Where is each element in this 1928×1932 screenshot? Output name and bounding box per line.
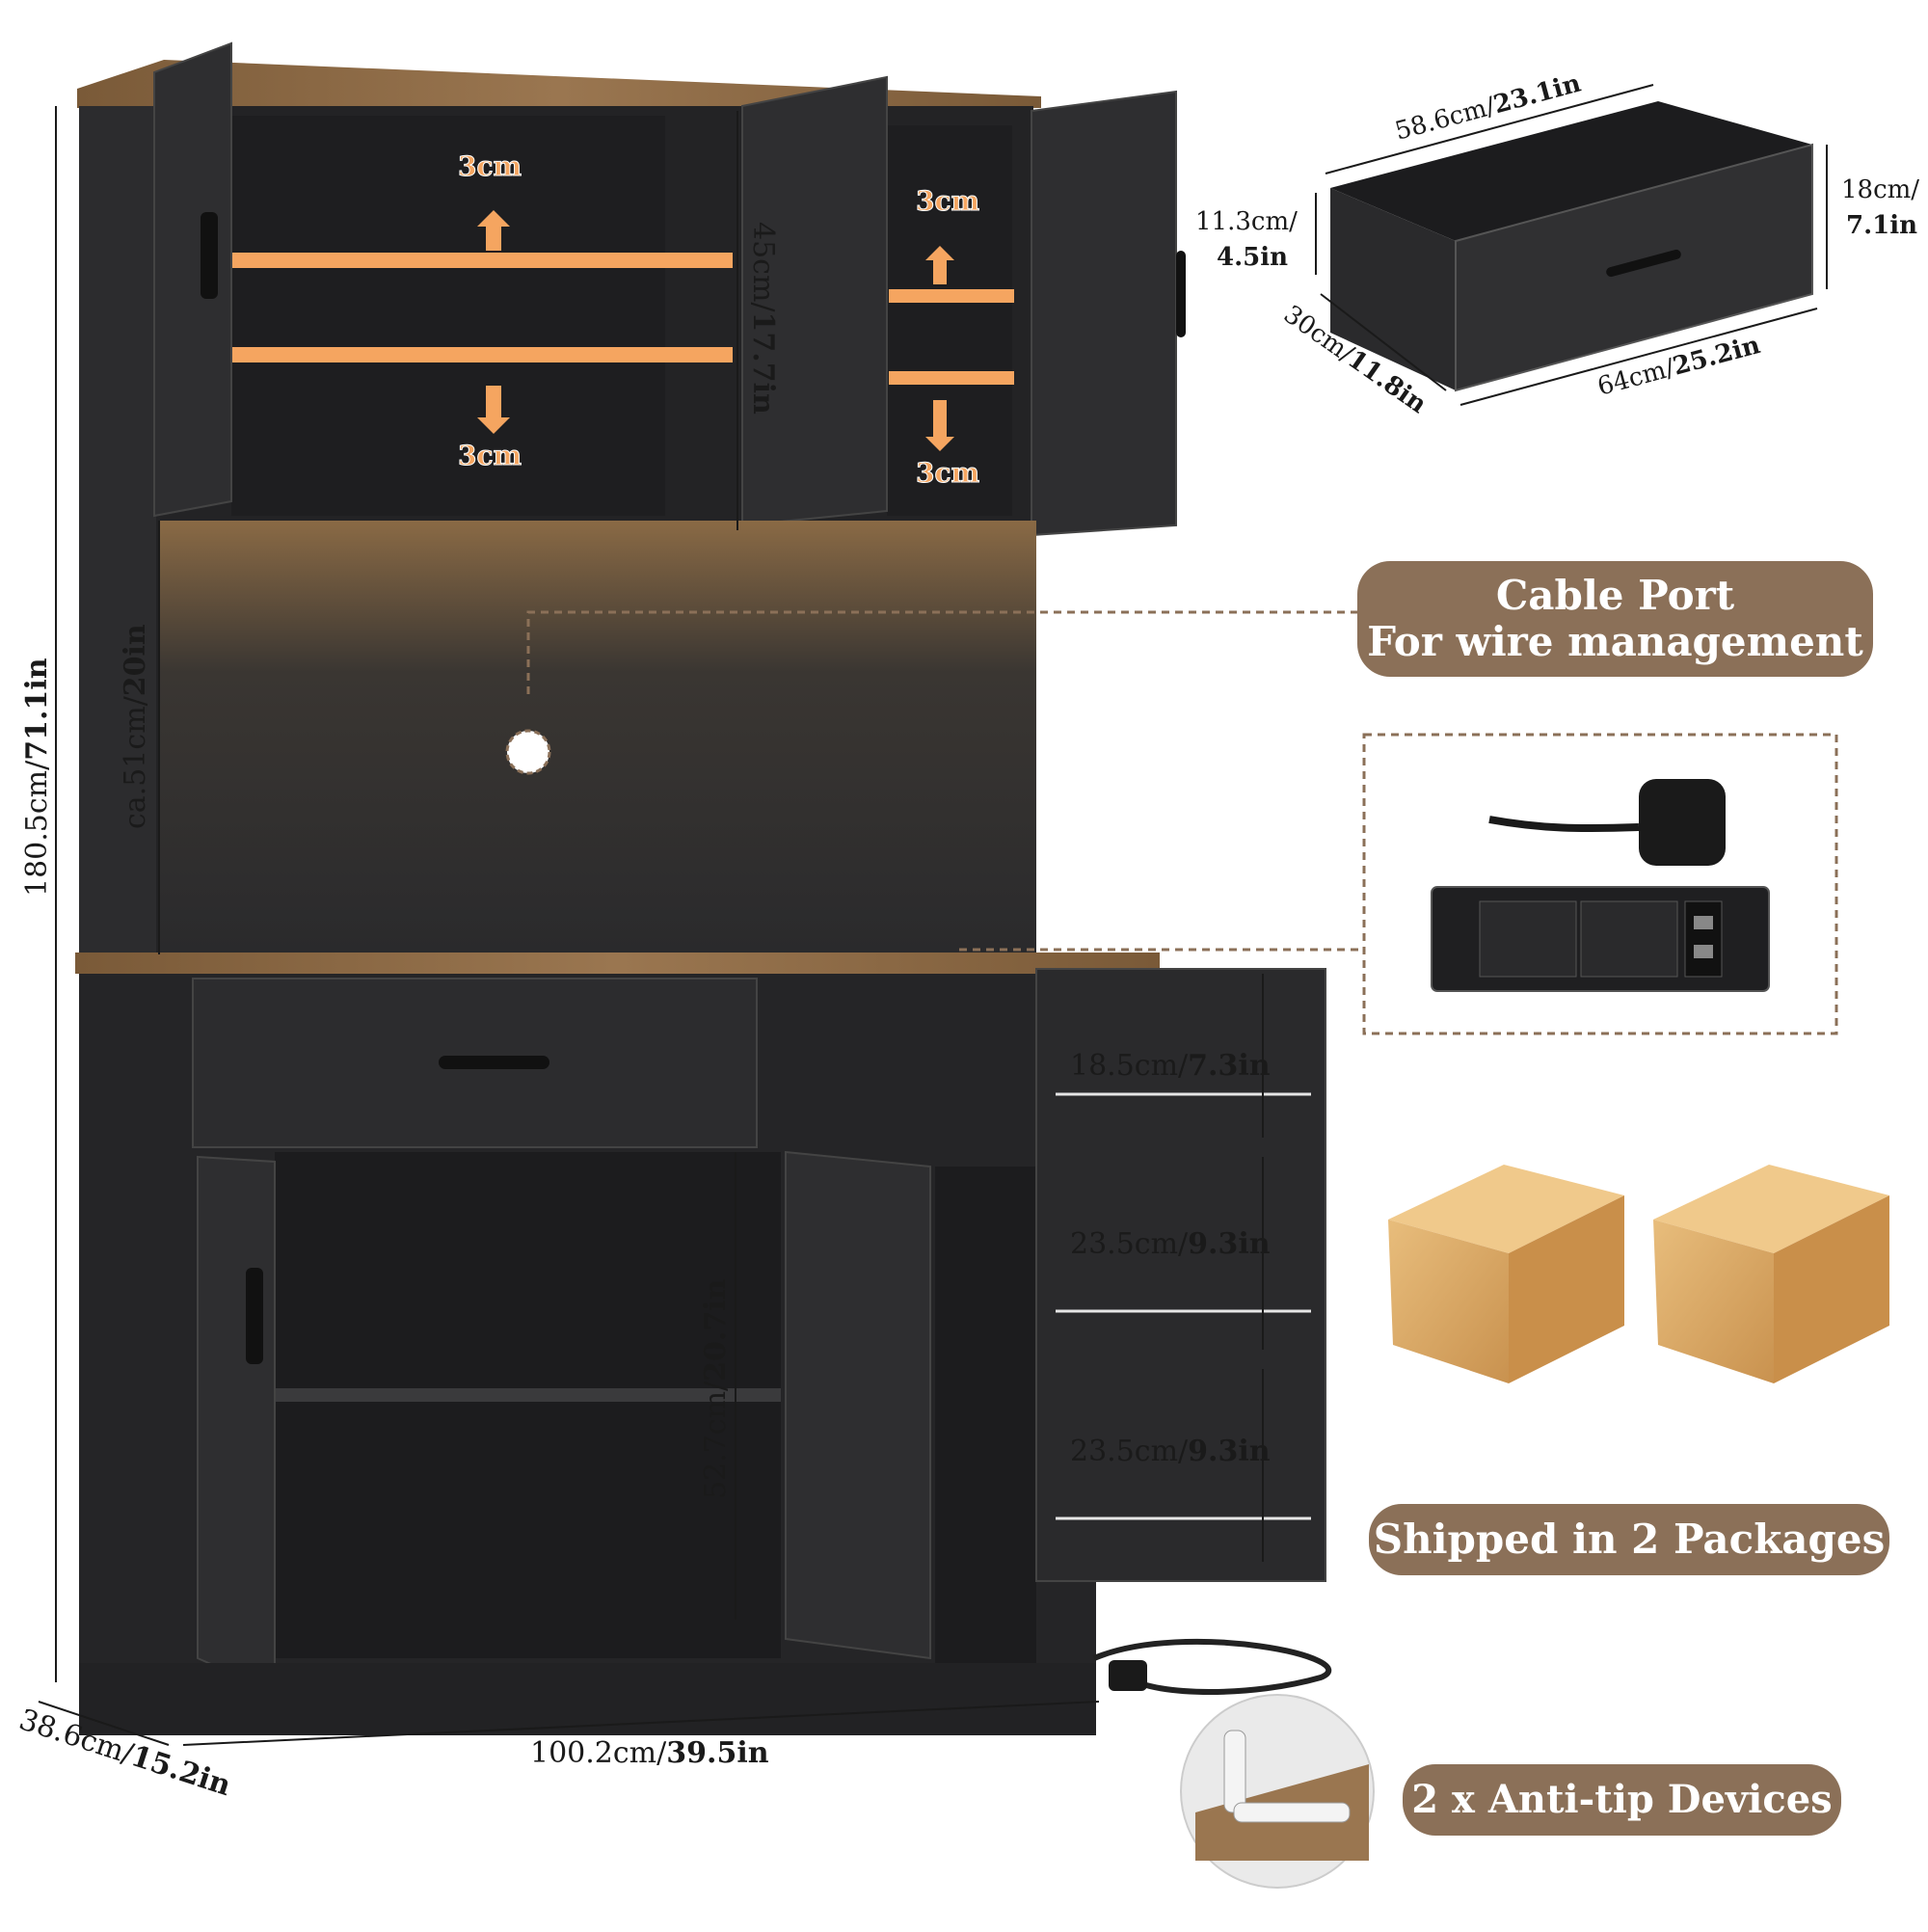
door-handle xyxy=(246,1268,263,1364)
shelf-adjust-label: 3cm xyxy=(916,457,979,489)
lower-cabinet-interior xyxy=(275,1152,781,1658)
packages-callout: Shipped in 2 Packages xyxy=(1369,1504,1889,1575)
shelf-adjust-label: 3cm xyxy=(458,440,522,471)
socket-callout-frame xyxy=(1362,733,1838,1035)
lower-cabinet-height-label: 52.7cm/20.7in xyxy=(699,1278,733,1499)
cabinet xyxy=(75,41,1332,1735)
cable-port-leader xyxy=(526,610,1359,694)
upper-cabinet-height-label: 45cm/17.7in xyxy=(746,222,780,415)
cable-port-subtitle: For wire management xyxy=(1367,618,1863,665)
side-door-rack[interactable] xyxy=(1035,968,1326,1582)
anti-tip-callout: 2 x Anti-tip Devices xyxy=(1403,1764,1841,1836)
shelf-adjust-label: 3cm xyxy=(458,150,522,182)
power-socket-icon xyxy=(1431,886,1770,992)
drawer-handle xyxy=(439,1056,549,1069)
upper-door-right[interactable] xyxy=(1031,90,1177,537)
package-box-icon xyxy=(1653,1165,1889,1383)
door-shelf-label-1: 18.5cm/7.3in xyxy=(1070,1049,1271,1083)
door-shelf-label-2: 23.5cm/9.3in xyxy=(1070,1227,1271,1261)
power-cord xyxy=(1092,1638,1332,1695)
svg-text:45cm/17.7in: 45cm/17.7in xyxy=(746,222,780,415)
anti-tip-device-icon xyxy=(1180,1694,1375,1889)
uk-plug-icon xyxy=(1488,779,1726,866)
upper-door-left[interactable] xyxy=(153,41,232,518)
svg-text:ca.51cm/20in: ca.51cm/20in xyxy=(119,624,152,829)
drawer-front-height-in: 7.1in xyxy=(1846,211,1917,240)
drawer-front-height-cm: 18cm/ xyxy=(1841,175,1919,204)
led-shelf-2 xyxy=(231,347,733,362)
dimension-lines xyxy=(38,106,1264,1746)
drawer-side-height-in: 4.5in xyxy=(1217,243,1288,272)
shelf-adjust-label: 3cm xyxy=(916,185,979,217)
led-shelf-1 xyxy=(231,253,733,268)
lower-door-center[interactable] xyxy=(785,1150,931,1660)
door-handle xyxy=(1176,251,1186,337)
package-box-icon xyxy=(1388,1165,1624,1383)
door-shelf-label-3: 23.5cm/9.3in xyxy=(1070,1435,1271,1468)
packages-label: Shipped in 2 Packages xyxy=(1373,1515,1886,1563)
height-label: 180.5cm/71.1in xyxy=(20,657,54,897)
plug-icon xyxy=(1109,1660,1147,1691)
led-shelf-3 xyxy=(889,289,1014,303)
svg-text:52.7cm/20.7in: 52.7cm/20.7in xyxy=(699,1278,733,1499)
open-appliance-space xyxy=(159,521,1036,954)
led-shelf-4 xyxy=(889,371,1014,385)
upper-left-cabinet-interior xyxy=(231,116,665,516)
drawer-detail xyxy=(1315,84,1828,406)
drawer-detail-handle xyxy=(1606,249,1681,278)
shelf-adjust-arrows xyxy=(477,210,954,451)
lower-door-left[interactable] xyxy=(197,1155,276,1694)
width-label: 100.2cm/39.5in xyxy=(530,1736,769,1770)
cable-port-callout: Cable Port For wire management xyxy=(1357,561,1873,677)
cable-port-title: Cable Port xyxy=(1495,571,1735,619)
open-space-height-label: ca.51cm/20in xyxy=(119,624,152,829)
upper-door-center[interactable] xyxy=(741,75,888,527)
cable-port-icon xyxy=(505,729,551,775)
upper-right-cabinet-interior xyxy=(887,125,1012,516)
anti-tip-label: 2 x Anti-tip Devices xyxy=(1411,1777,1833,1822)
door-handle xyxy=(201,212,218,299)
svg-text:180.5cm/71.1in: 180.5cm/71.1in xyxy=(20,657,54,897)
drawer-side-height-cm: 11.3cm/ xyxy=(1195,207,1298,236)
counter-top-wood xyxy=(75,953,1160,974)
